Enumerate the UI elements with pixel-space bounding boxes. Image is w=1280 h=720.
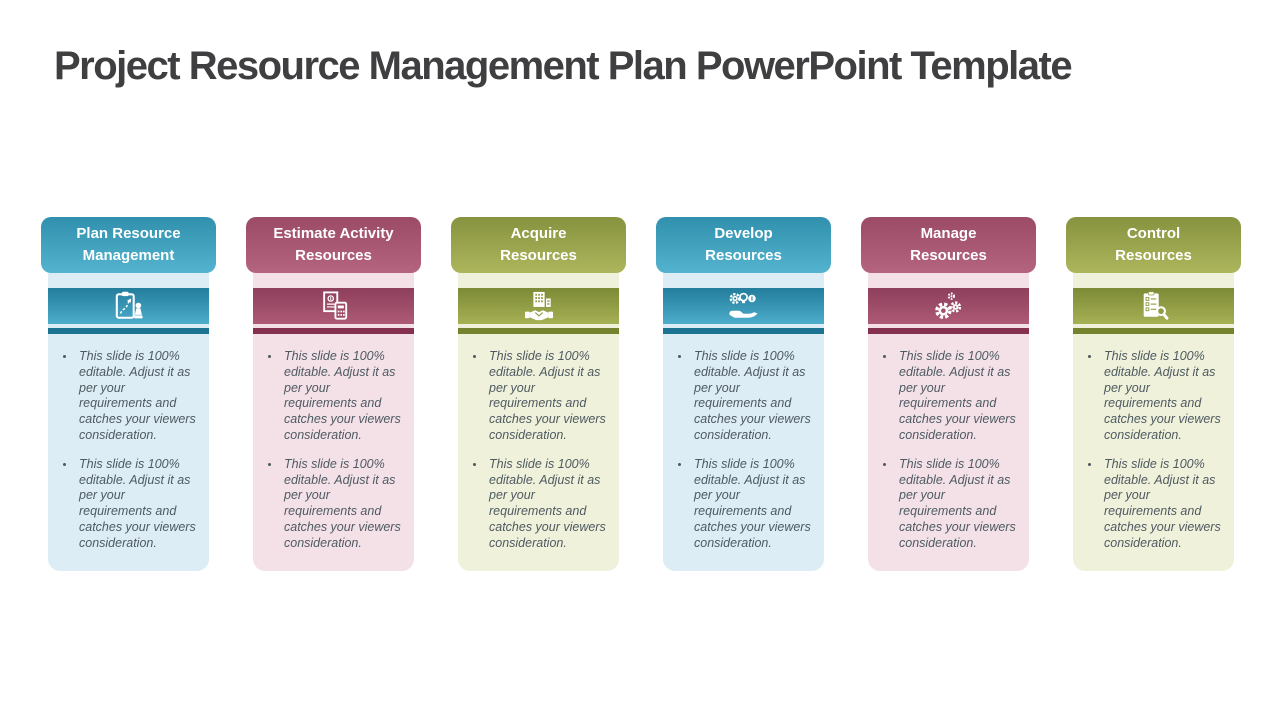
checklist-inspection-icon	[1143, 291, 1168, 320]
column-plan-resource-management: Plan Resource Management	[41, 217, 216, 571]
bullet-list: This slide is 100% editable. Adjust it a…	[458, 334, 619, 552]
hand-holding-innovation-icon	[728, 292, 758, 318]
column-header: Control Resources	[1066, 217, 1241, 273]
icon-band	[1073, 288, 1234, 324]
divider-rule	[663, 328, 824, 334]
invoice-calculator-icon	[322, 291, 347, 320]
column-header: Plan Resource Management	[41, 217, 216, 273]
column-manage-resources: Manage Resources This slide is	[861, 217, 1036, 571]
column-header: Manage Resources	[861, 217, 1036, 273]
icon-band	[663, 288, 824, 324]
bullet-list: This slide is 100% editable. Adjust it a…	[868, 334, 1029, 552]
bullet-list: This slide is 100% editable. Adjust it a…	[1073, 334, 1234, 552]
column-header: Acquire Resources	[451, 217, 626, 273]
divider-rule	[458, 328, 619, 334]
icon-band	[458, 288, 619, 324]
column-panel: This slide is 100% editable. Adjust it a…	[868, 273, 1029, 571]
columns-row: Plan Resource Management	[41, 217, 1241, 571]
divider-rule	[48, 328, 209, 334]
building-handshake-icon	[524, 291, 553, 321]
bullet-item: This slide is 100% editable. Adjust it a…	[263, 457, 402, 552]
slide-title: Project Resource Management Plan PowerPo…	[54, 44, 1073, 88]
icon-band	[868, 288, 1029, 324]
bullet-item: This slide is 100% editable. Adjust it a…	[468, 349, 607, 444]
bullet-list: This slide is 100% editable. Adjust it a…	[663, 334, 824, 552]
column-panel: This slide is 100% editable. Adjust it a…	[458, 273, 619, 571]
column-header: Develop Resources	[656, 217, 831, 273]
column-panel: This slide is 100% editable. Adjust it a…	[48, 273, 209, 571]
bullet-item: This slide is 100% editable. Adjust it a…	[1083, 457, 1222, 552]
column-title: Develop Resources	[705, 225, 782, 264]
bullet-item: This slide is 100% editable. Adjust it a…	[878, 457, 1017, 552]
divider-rule	[1073, 328, 1234, 334]
bullet-item: This slide is 100% editable. Adjust it a…	[468, 457, 607, 552]
bullet-item: This slide is 100% editable. Adjust it a…	[58, 349, 197, 444]
icon-band	[48, 288, 209, 324]
column-estimate-activity-resources: Estimate Activity Resources	[246, 217, 421, 571]
column-title: Acquire Resources	[500, 225, 577, 264]
column-title: Plan Resource Management	[76, 225, 181, 264]
bullet-item: This slide is 100% editable. Adjust it a…	[263, 349, 402, 444]
column-title: Control Resources	[1115, 225, 1192, 264]
bullet-item: This slide is 100% editable. Adjust it a…	[1083, 349, 1222, 444]
column-panel: This slide is 100% editable. Adjust it a…	[253, 273, 414, 571]
column-develop-resources: Develop Resources	[656, 217, 831, 571]
column-control-resources: Control Resources	[1066, 217, 1241, 571]
bullet-item: This slide is 100% editable. Adjust it a…	[673, 349, 812, 444]
gears-icon	[934, 292, 961, 319]
column-header: Estimate Activity Resources	[246, 217, 421, 273]
bullet-item: This slide is 100% editable. Adjust it a…	[878, 349, 1017, 444]
bullet-item: This slide is 100% editable. Adjust it a…	[58, 457, 197, 552]
icon-band	[253, 288, 414, 324]
bullet-list: This slide is 100% editable. Adjust it a…	[253, 334, 414, 552]
bullet-list: This slide is 100% editable. Adjust it a…	[48, 334, 209, 552]
divider-rule	[868, 328, 1029, 334]
column-panel: This slide is 100% editable. Adjust it a…	[663, 273, 824, 571]
divider-rule	[253, 328, 414, 334]
clipboard-strategy-pawn-icon	[115, 291, 143, 319]
bullet-item: This slide is 100% editable. Adjust it a…	[673, 457, 812, 552]
column-title: Estimate Activity Resources	[273, 225, 394, 264]
column-panel: This slide is 100% editable. Adjust it a…	[1073, 273, 1234, 571]
column-title: Manage Resources	[910, 225, 987, 264]
column-acquire-resources: Acquire Resources	[451, 217, 626, 571]
